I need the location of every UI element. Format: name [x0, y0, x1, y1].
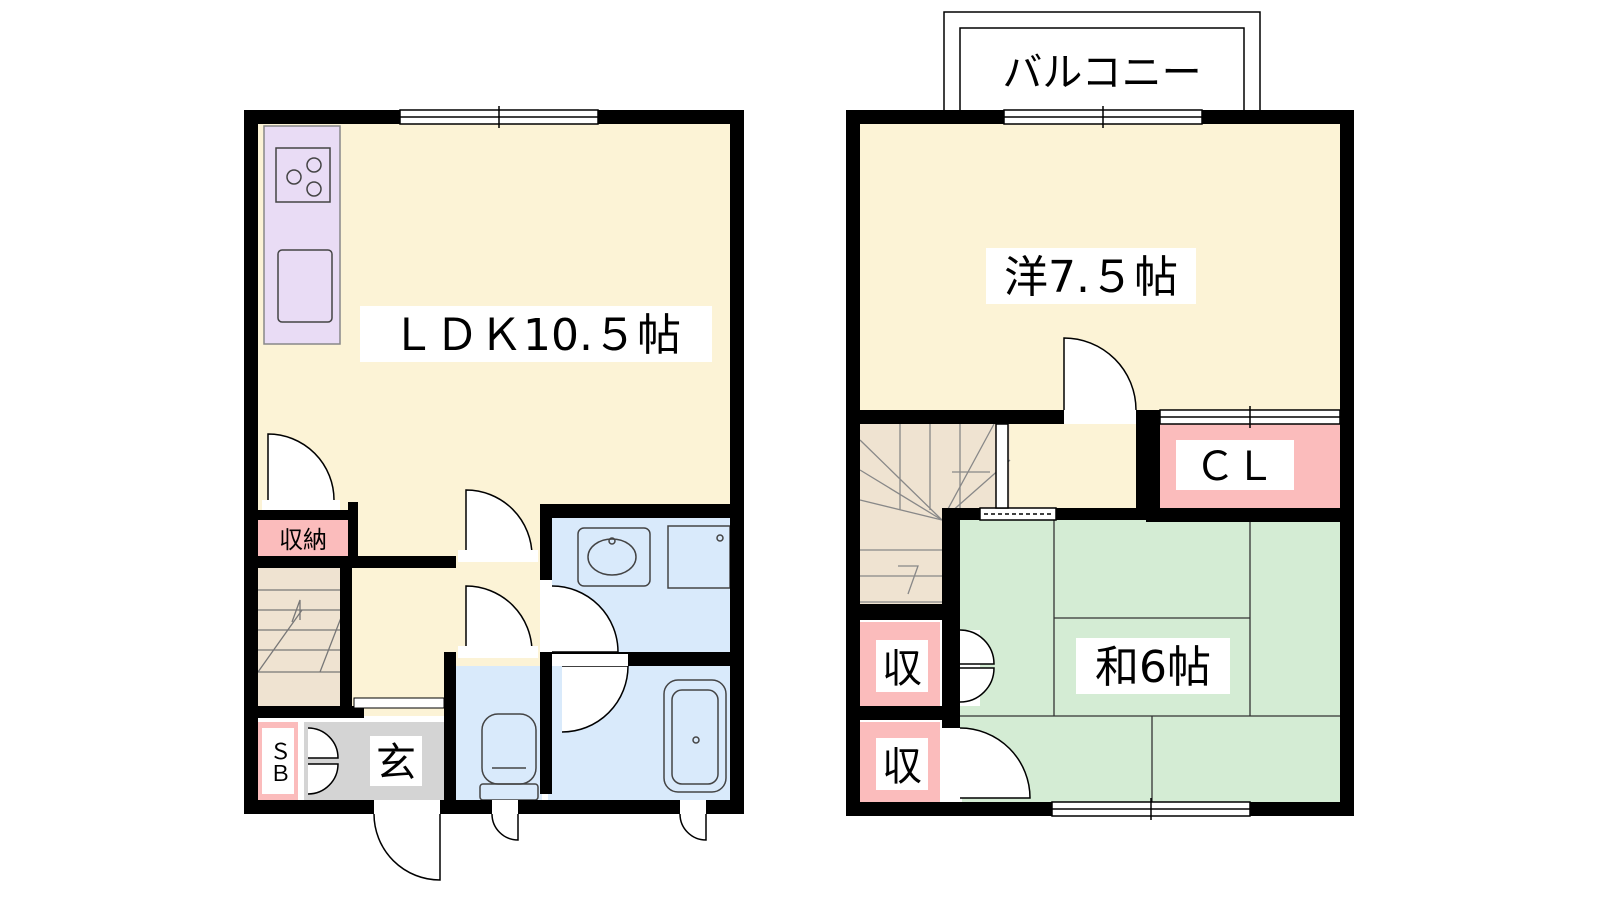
- kitchen-sink-icon: [277, 249, 333, 323]
- window-ldk: [399, 106, 599, 128]
- ldk-label: ＬＤＫ10.５帖: [391, 310, 681, 361]
- ldk-label-bg: [360, 306, 712, 362]
- storage-1-label-bg: [876, 640, 928, 692]
- storage-2-label: 収: [882, 744, 922, 790]
- washbasin-icon: [577, 527, 651, 587]
- hall-2f-floor: [1010, 424, 1140, 508]
- storage-fill: [258, 518, 348, 558]
- windows-2f: [979, 106, 1341, 820]
- stairs-fill-1f: [258, 568, 344, 708]
- storage-2-label-bg: [876, 738, 928, 790]
- japanese-room-label-bg: [1076, 638, 1230, 694]
- western-room-label: 洋7.５帖: [1004, 252, 1178, 303]
- entrance-step: [353, 697, 445, 709]
- entrance-label: 玄: [376, 740, 416, 786]
- storage-label: 収納: [279, 526, 327, 554]
- doors-2f: [942, 337, 1137, 802]
- stove-icon: [275, 147, 331, 203]
- toilet-icon: [479, 713, 539, 801]
- balcony-label-bg: [976, 44, 1228, 98]
- walls-1f: [244, 110, 744, 814]
- doors-1f: [262, 433, 707, 881]
- floor-1: ＬＤＫ10.５帖 収納 玄 ＳＢ: [244, 106, 744, 881]
- western-room-label-bg: [986, 248, 1196, 304]
- shoebox-label: ＳＢ: [266, 740, 291, 784]
- floor-2: バルコニー: [846, 11, 1354, 820]
- bathtub-icon: [663, 679, 727, 793]
- shoebox-label-bg: [262, 728, 294, 794]
- entrance-label-bg: [370, 736, 422, 786]
- closet-label: ＣＬ: [1195, 444, 1275, 490]
- japanese-room-label: 和6帖: [1095, 642, 1211, 693]
- closet-label-bg: [1176, 440, 1294, 490]
- tatami-mats: [960, 520, 1340, 802]
- storage-1-label: 収: [882, 646, 922, 692]
- toilet-floor: [456, 666, 542, 802]
- balcony-label: バルコニー: [1002, 50, 1201, 96]
